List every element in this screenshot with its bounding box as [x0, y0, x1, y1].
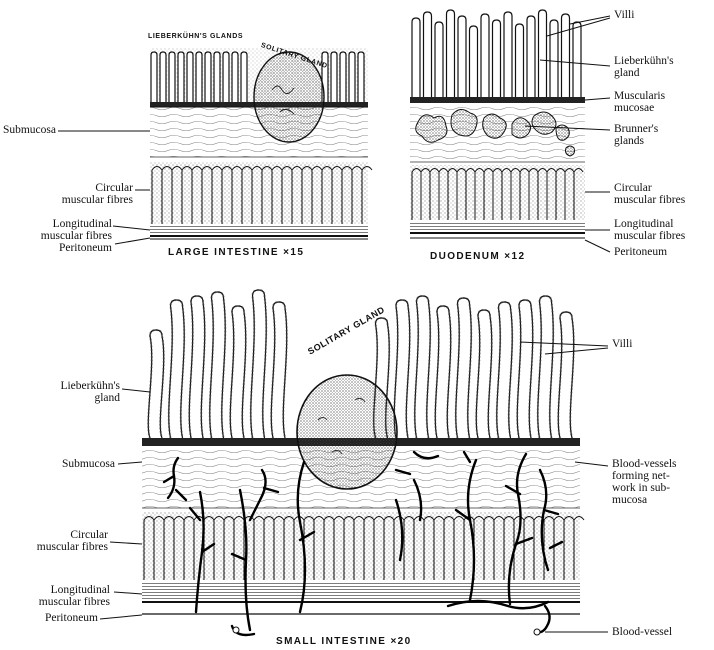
large-gland	[214, 52, 220, 102]
large-circular-label: Circular muscular fibres	[0, 182, 133, 206]
small-villus	[210, 292, 225, 438]
duodenum-villi-label: Villi	[614, 9, 634, 21]
large-circular-muscle	[150, 162, 368, 224]
large-gland	[151, 52, 157, 102]
large-longitudinal-muscle	[150, 226, 368, 235]
large-submucosa-label: Submucosa	[0, 124, 56, 136]
duodenum-panel	[410, 10, 585, 238]
duodenum-circular-label: Circular muscular fibres	[614, 182, 685, 206]
small-longitudinal-label: Longitudinal muscular fibres	[0, 584, 110, 608]
blood-vessels-network-label: Blood-vessels forming net- work in sub- …	[612, 458, 677, 506]
duodenum-villus	[493, 20, 501, 97]
duodenum-villus	[504, 12, 512, 97]
duodenum-villus	[447, 10, 455, 97]
duodenum-villus	[550, 20, 558, 97]
duodenum-villus	[424, 12, 432, 97]
large-gland	[241, 52, 247, 102]
large-gland	[349, 52, 355, 102]
duodenum-longitudinal-label: Longitudinal muscular fibres	[614, 218, 685, 242]
duodenum-villus	[539, 10, 547, 97]
large-longitudinal-label: Longitudinal muscular fibres	[0, 218, 112, 242]
small-intestine-panel	[142, 290, 584, 635]
small-lieberkuhn-label: Lieberkühn's gland	[0, 380, 120, 404]
lieberkuhn-glands-label: LIEBERKÜHN'S GLANDS	[148, 33, 243, 40]
large-gland	[340, 52, 346, 102]
muscularis-mucosae-label: Muscularis mucosae	[614, 90, 665, 114]
duodenum-circular-muscle	[410, 165, 585, 220]
duodenum-villus	[412, 18, 420, 97]
small-villi-label: Villi	[612, 338, 632, 350]
duodenum-villus	[481, 14, 489, 97]
large-gland	[187, 52, 193, 102]
small-peritoneum-label: Peritoneum	[0, 612, 98, 624]
duodenum-villus	[562, 14, 570, 97]
small-longitudinal-muscle	[142, 583, 580, 600]
small-villus	[517, 300, 532, 438]
duodenum-villus	[458, 16, 466, 97]
duodenum-muscularis-mucosae	[410, 97, 585, 103]
duodenum-villi	[412, 10, 581, 97]
brunner-glands-label: Brunner's glands	[614, 123, 658, 147]
small-submucosa-label: Submucosa	[0, 458, 115, 470]
duodenum-villus	[470, 26, 478, 97]
large-gland	[232, 52, 238, 102]
duodenum-caption: DUODENUM ×12	[430, 251, 525, 262]
large-gland	[331, 52, 337, 102]
blood-vessel-label: Blood-vessel	[612, 626, 672, 638]
duodenum-villus	[435, 22, 443, 97]
small-villus	[394, 300, 409, 438]
large-gland	[196, 52, 202, 102]
large-gland	[205, 52, 211, 102]
small-villus	[169, 300, 184, 438]
duodenum-villus	[573, 22, 581, 97]
large-gland	[178, 52, 184, 102]
large-gland	[160, 52, 166, 102]
small-intestine-caption: SMALL INTESTINE ×20	[276, 636, 412, 647]
duodenum-villus	[527, 16, 535, 97]
large-gland	[169, 52, 175, 102]
small-circular-label: Circular muscular fibres	[0, 529, 108, 553]
large-intestine-caption: LARGE INTESTINE ×15	[168, 247, 304, 258]
duodenum-lieberkuhn-label: Lieberkühn's gland	[614, 55, 674, 79]
duodenum-longitudinal-muscle	[410, 222, 585, 231]
large-gland	[358, 52, 364, 102]
duodenum-peritoneum-label: Peritoneum	[614, 246, 667, 258]
large-intestine-panel	[150, 48, 372, 239]
large-peritoneum-label: Peritoneum	[0, 242, 112, 254]
small-solitary-gland	[297, 375, 397, 489]
large-gland	[223, 52, 229, 102]
duodenum-villus	[516, 24, 524, 97]
